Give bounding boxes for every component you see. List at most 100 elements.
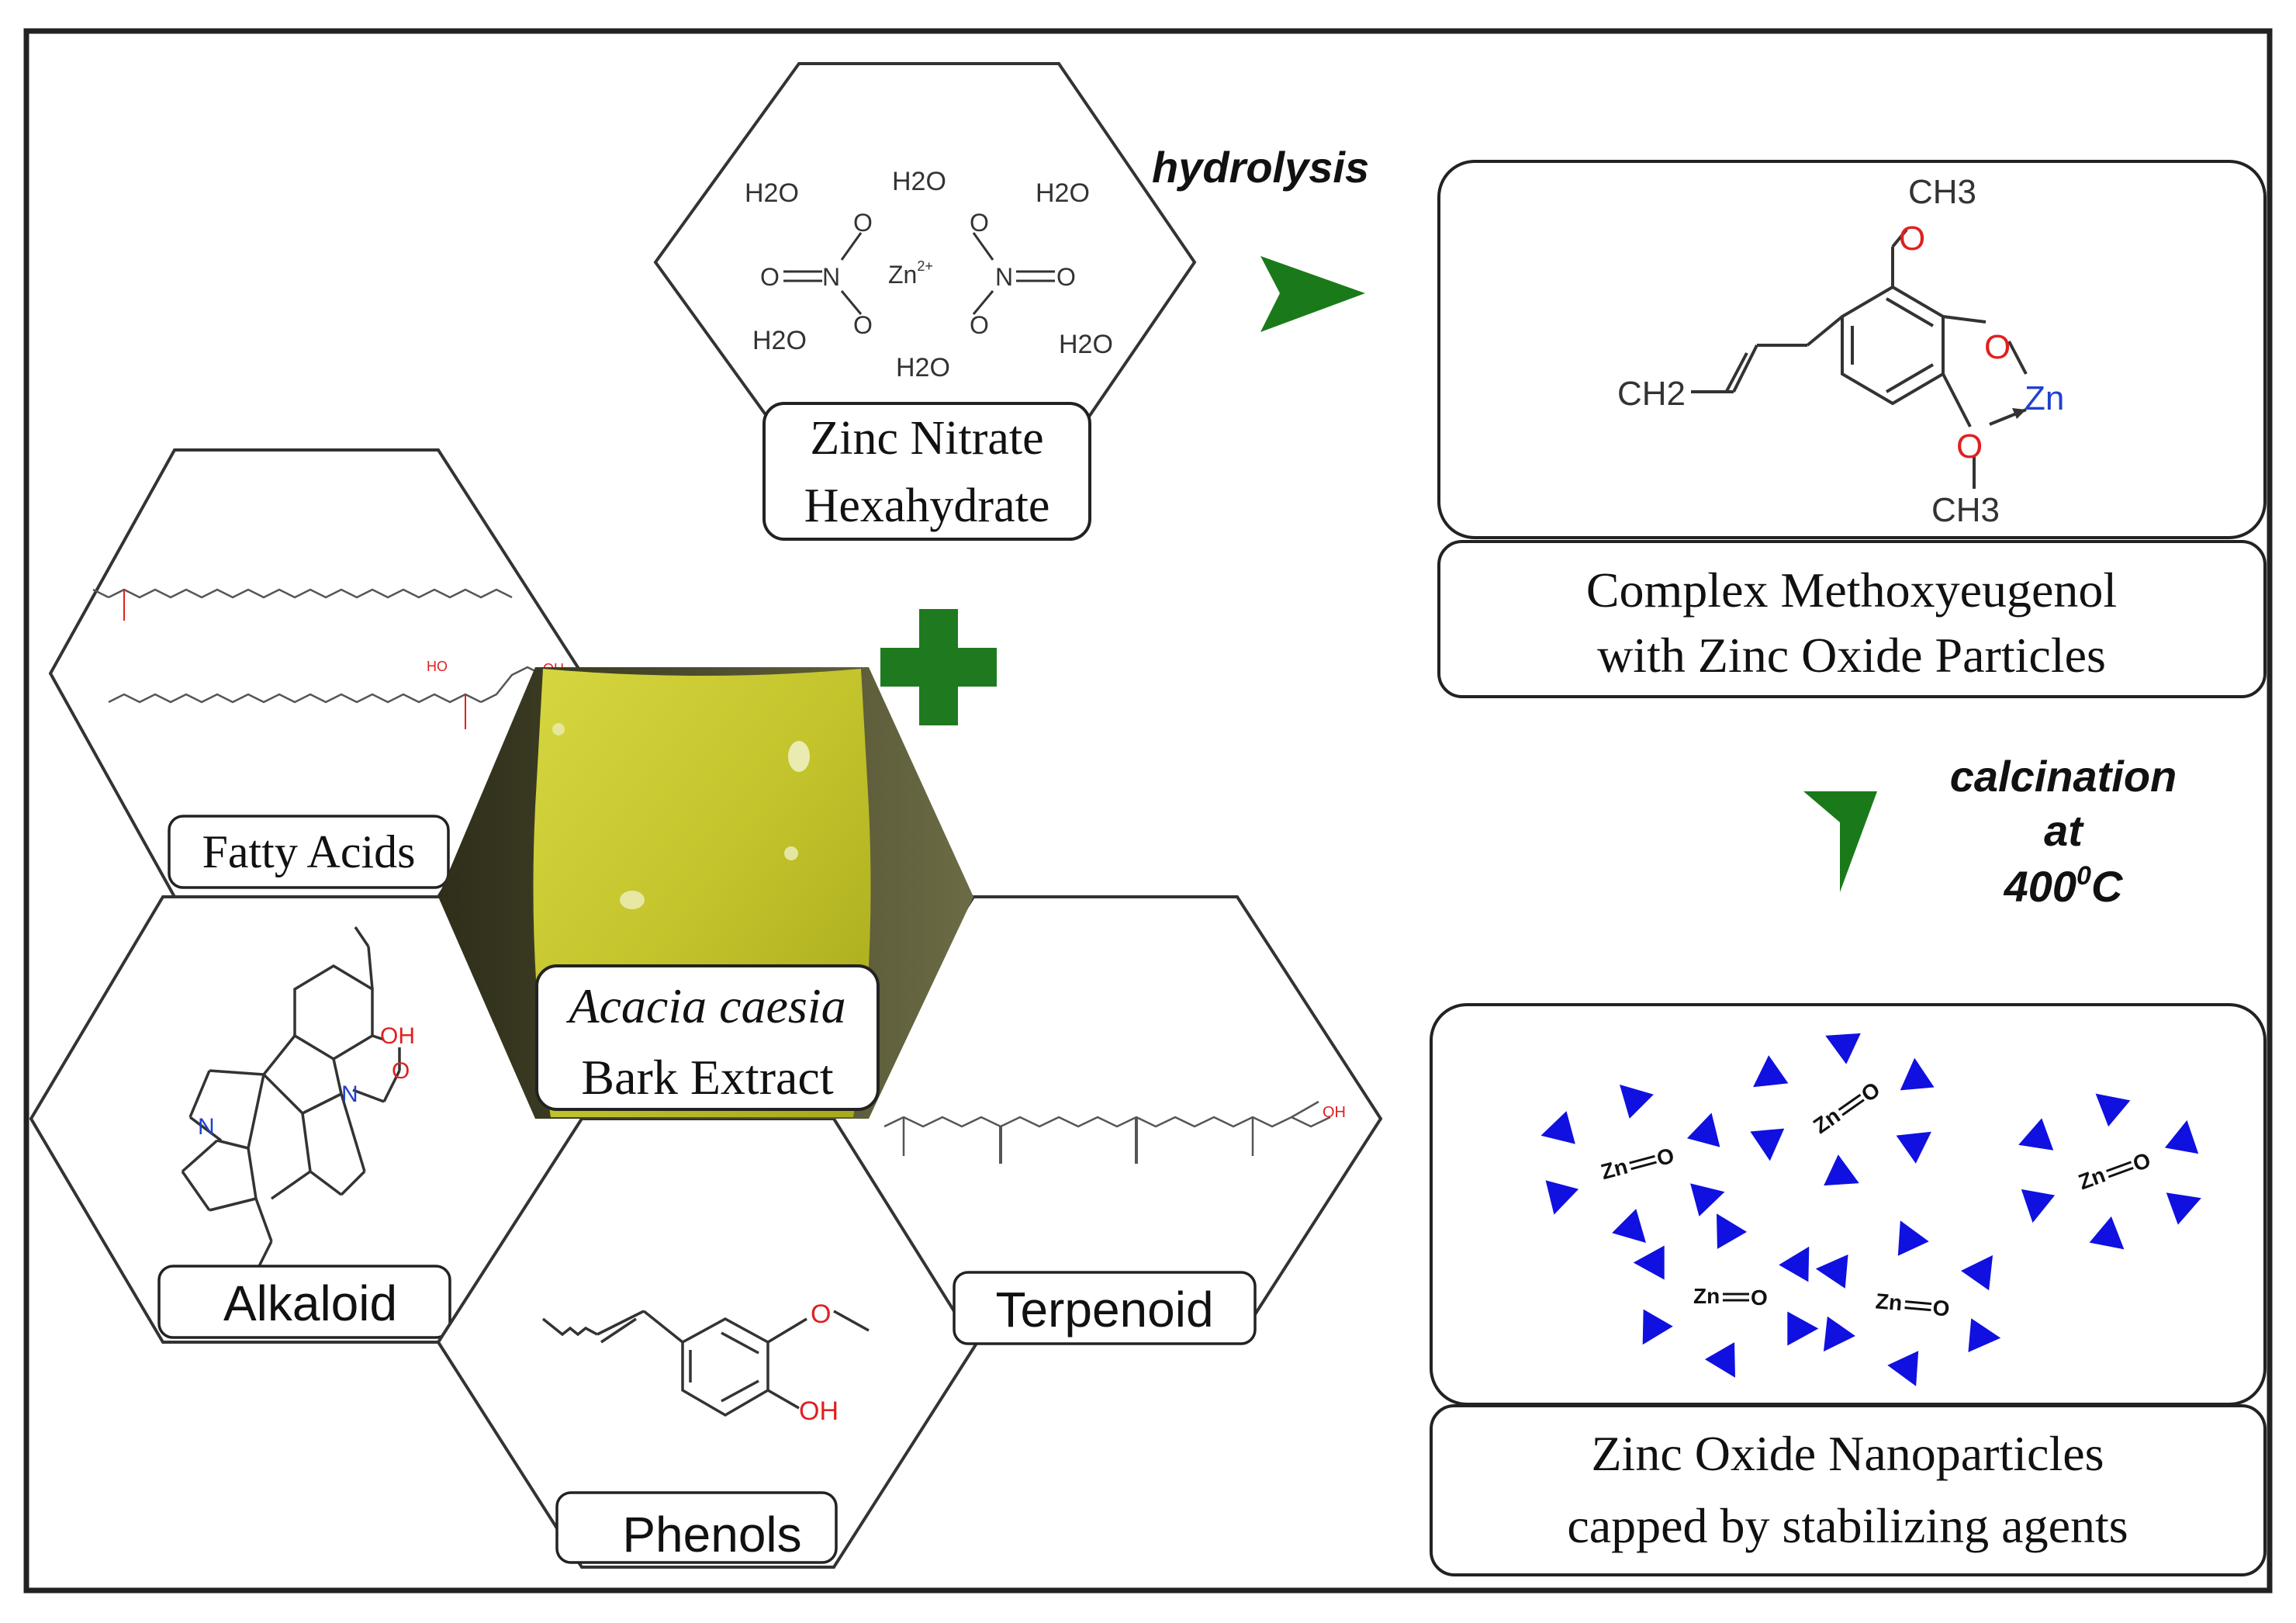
capping-agent-marker [1620,1085,1654,1119]
capping-agent-marker [1633,1245,1665,1280]
extract-label-species: Acacia caesia [565,978,845,1033]
zinc-oxide-particle: Zn O [1815,1220,2001,1386]
capping-agent-marker [1896,1131,1931,1164]
extract-hexagon: Acacia caesia Bark Extract [438,667,973,1119]
complex-label: Complex Methoxyeugenol [1586,562,2117,618]
plus-icon [880,609,997,725]
arrow-down-icon [1803,791,1877,892]
capping-agent-marker [1968,1318,2001,1353]
extract-label: Bark Extract [581,1050,833,1105]
capping-agent-marker [1787,1311,1819,1346]
ch2-label: CH2 [1617,375,1686,413]
capping-agent-marker [1887,1351,1919,1386]
extract-label-box [535,964,880,1111]
nitrogen-atom: N [341,1081,358,1107]
capping-agent-marker [1642,1309,1673,1345]
oxygen-atom: O [853,209,873,237]
oxygen-atom: O [1956,427,1983,465]
capping-agent-marker [2095,1093,2131,1127]
capping-agent-marker [1753,1055,1789,1088]
oxygen-atom: O [1899,220,1925,258]
arrowhead-icon [2012,408,2026,419]
phenols-hexagon: O OH Phenols [436,1117,980,1569]
capping-agent-marker [1823,1316,1855,1352]
water-label: H2O [1036,178,1090,208]
ch3-label: CH3 [1908,173,1976,211]
complex-label-box [1437,540,2267,698]
nitrogen-atom: N [198,1114,215,1140]
capping-agent-marker [1717,1213,1748,1249]
oxygen-atom: O [392,1058,410,1084]
phenols-label-box [555,1491,838,1564]
capping-agent-marker [1690,1183,1725,1216]
alkaloid-label: Alkaloid [223,1275,397,1331]
zinc-nitrate-label: Zinc Nitrate [810,412,1043,465]
capping-agent-marker [1961,1254,1993,1291]
nitrogen-atom: N [995,263,1013,291]
calcination-temperature: 4000C [2004,861,2124,911]
hydroxyl-label: OH [380,1023,415,1049]
hydroxyl-label: HO [427,659,448,674]
zinc-atom: Zn [1693,1284,1720,1308]
zinc-atom: Zn [1875,1289,1904,1315]
capping-agent-marker [2166,1192,2201,1225]
capping-agent-marker [1612,1209,1646,1243]
hydrolysis-label: hydrolysis [1152,143,1369,192]
capping-agent-marker [2018,1118,2054,1151]
capping-agent-marker [1897,1220,1929,1256]
zinc-nitrate-label-box [762,402,1091,541]
capping-agent-marker [1824,1154,1859,1186]
capping-agent-marker [1540,1111,1575,1144]
capping-agent-marker [2021,1189,2056,1223]
water-label: H2O [892,167,946,196]
oxygen-atom: O [811,1299,831,1329]
capping-agent-marker [1750,1128,1785,1161]
fatty-acids-label-box [168,815,450,889]
oxygen-atom: O [970,311,989,339]
ch3-label: CH3 [1931,491,2000,529]
terpenoid-label: Terpenoid [995,1282,1213,1338]
terpenoid-hexagon: OH Terpenoid [832,895,1383,1345]
calcination-label: calcination [1950,752,2177,801]
nanoparticle-label: Zinc Oxide Nanoparticles [1591,1426,2104,1481]
hydroxyl-label: OH [799,1396,839,1426]
oxygen-atom: O [1751,1286,1768,1310]
water-label: H2O [1059,330,1113,359]
oxygen-atom: O [1056,263,1076,291]
nanoparticle-label: capped by stabilizing agents [1567,1498,2128,1553]
water-label: H2O [896,353,950,382]
fatty-acids-label: Fatty Acids [202,826,415,877]
zinc-oxide-particle: Zn O [1633,1213,1819,1378]
capping-agent-marker [1779,1246,1810,1282]
zinc-atom: Zn [2025,379,2064,417]
terpenoid-label-box [953,1271,1257,1345]
phenols-label: Phenols [622,1507,801,1562]
capping-agent-marker [1545,1180,1579,1215]
arrow-right-icon [1260,256,1365,332]
zinc-nitrate-hexagon: H2O H2O H2O H2O H2O H2O O N O O Zn2+ O O [653,62,1197,541]
oxygen-atom: O [1984,328,2011,366]
capping-agent-marker [2164,1119,2199,1154]
oxygen-atom: O [970,209,989,237]
oxygen-atom: O [853,311,873,339]
water-label: H2O [745,178,799,208]
capping-agent-marker [1686,1113,1720,1147]
alkaloid-label-box [157,1265,451,1339]
zinc-ion: Zn2+ [888,258,933,289]
nanoparticle-label-box [1430,1404,2267,1576]
oxygen-atom: O [1931,1296,1950,1321]
capping-agent-marker [1815,1254,1848,1289]
capping-agent-marker [1704,1342,1735,1378]
capping-agent-marker [2089,1216,2125,1250]
zinc-nitrate-label: Hexahydrate [804,479,1050,532]
complex-panel: CH3 O O O Zn CH2 CH3 Complex Methoxyeuge… [1437,160,2267,698]
complex-label: with Zinc Oxide Particles [1597,628,2106,683]
capping-agent-marker [1900,1057,1935,1091]
nitrogen-atom: N [822,263,840,291]
water-label: H2O [752,326,807,355]
oxygen-atom: O [760,263,780,291]
hydroxyl-label: OH [1323,1104,1346,1121]
